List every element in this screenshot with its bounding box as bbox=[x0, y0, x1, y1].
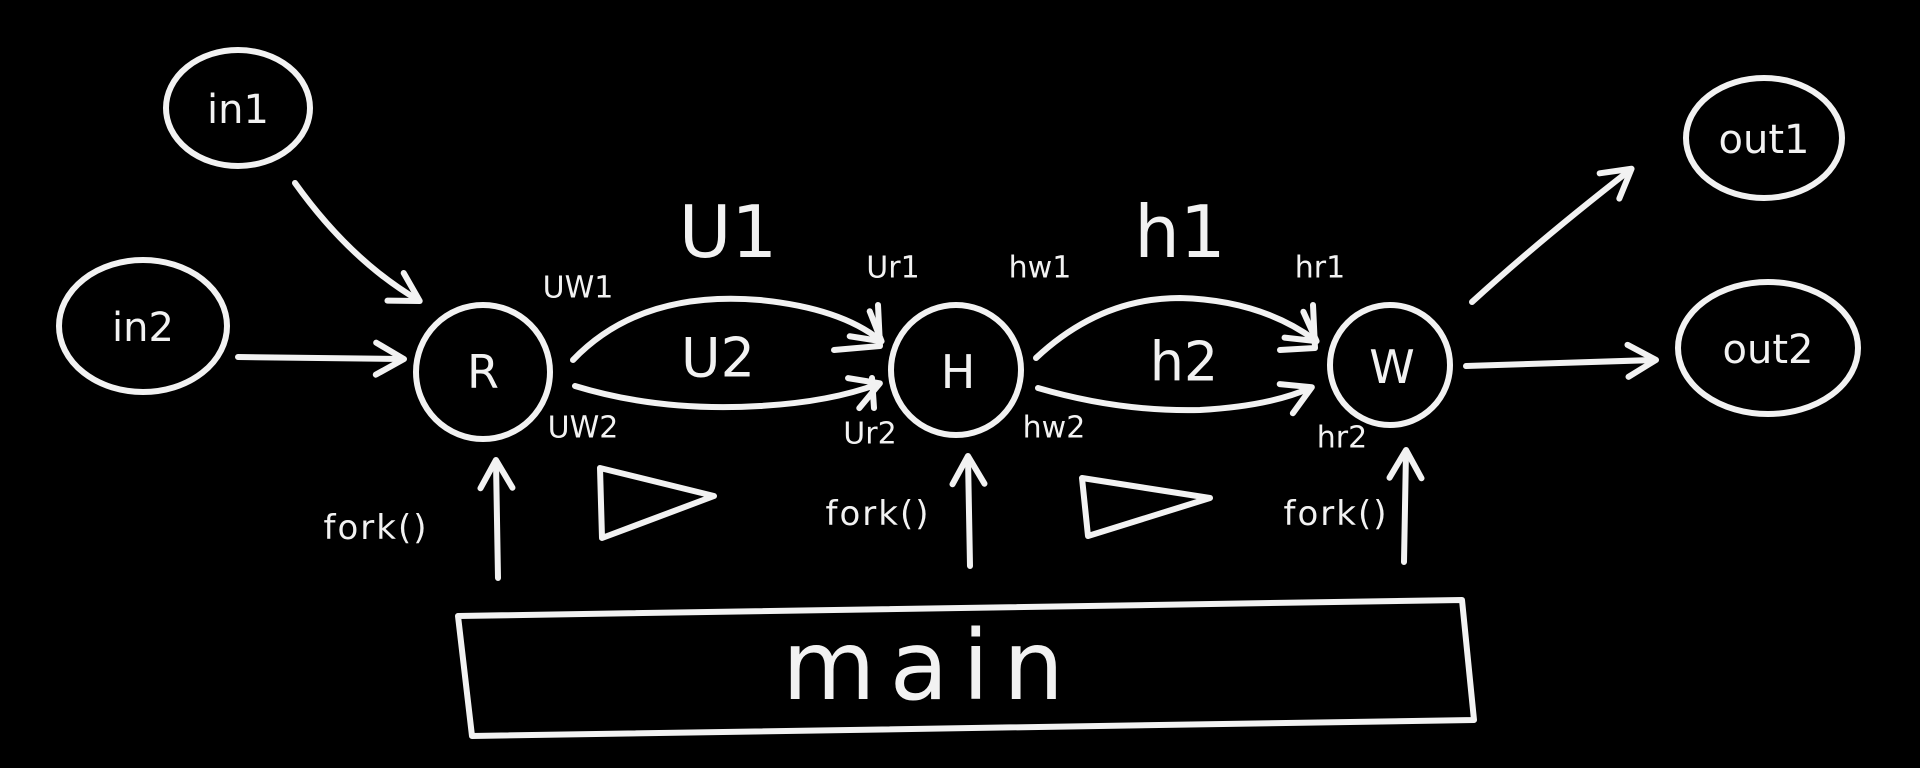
main-process-box: main bbox=[455, 597, 1477, 739]
pipe-ur1-label: Ur1 bbox=[866, 251, 919, 286]
pipe-ur2-label: Ur2 bbox=[843, 417, 896, 452]
process-node-r: R bbox=[413, 302, 553, 442]
in1-label: in1 bbox=[207, 87, 269, 133]
pipe-h1-read-end bbox=[1277, 302, 1318, 353]
out1-label: out1 bbox=[1719, 117, 1810, 163]
fork-label-w: fork() bbox=[1284, 494, 1389, 534]
input-node-in1: in1 bbox=[163, 47, 313, 169]
pipe-h2-arrow bbox=[1035, 381, 1315, 417]
input-node-in2: in2 bbox=[56, 257, 230, 395]
pipe-u2-arrow bbox=[572, 375, 883, 412]
fork-label-r: fork() bbox=[324, 508, 429, 548]
pipe-h2-label: h2 bbox=[1150, 331, 1219, 394]
pipe-h1-label: h1 bbox=[1134, 190, 1225, 274]
h-label: H bbox=[941, 345, 976, 399]
arrow-in2-to-r bbox=[235, 339, 407, 378]
process-node-w: W bbox=[1327, 302, 1453, 428]
output-node-out2: out2 bbox=[1675, 279, 1861, 417]
w-label: W bbox=[1369, 340, 1414, 394]
fork-arrow-r bbox=[477, 457, 516, 581]
r-label: R bbox=[467, 345, 499, 399]
pipe-u2-label: U2 bbox=[681, 327, 755, 390]
pipe-uw1-label: UW1 bbox=[543, 271, 614, 306]
direction-triangle-right bbox=[1079, 475, 1213, 539]
pipe-u1-read-end bbox=[831, 302, 883, 353]
pipe-hw1-label: hw1 bbox=[1009, 251, 1072, 286]
pipe-hw2-label: hw2 bbox=[1023, 411, 1086, 446]
pipe-u1-arrow bbox=[570, 295, 885, 363]
pipe-hr2-label: hr2 bbox=[1317, 421, 1367, 456]
fork-arrow-h bbox=[949, 453, 988, 569]
arrow-w-to-out2 bbox=[1463, 341, 1659, 380]
in2-label: in2 bbox=[112, 305, 174, 351]
process-node-h: H bbox=[888, 302, 1024, 438]
direction-triangle-left bbox=[597, 465, 717, 541]
pipe-hr1-label: hr1 bbox=[1295, 251, 1345, 286]
main-label: main bbox=[782, 610, 1078, 722]
pipe-h1-arrow bbox=[1033, 295, 1320, 361]
fork-arrow-w bbox=[1386, 447, 1425, 565]
fork-label-h: fork() bbox=[826, 494, 931, 534]
arrow-w-to-out1 bbox=[1469, 165, 1635, 305]
pipe-u1-label: U1 bbox=[679, 190, 778, 274]
output-node-out1: out1 bbox=[1683, 75, 1845, 201]
arrow-in1-to-r bbox=[292, 180, 423, 305]
out2-label: out2 bbox=[1723, 327, 1814, 373]
pipe-u2-read-end bbox=[869, 375, 877, 411]
pipe-uw2-label: UW2 bbox=[548, 411, 619, 446]
